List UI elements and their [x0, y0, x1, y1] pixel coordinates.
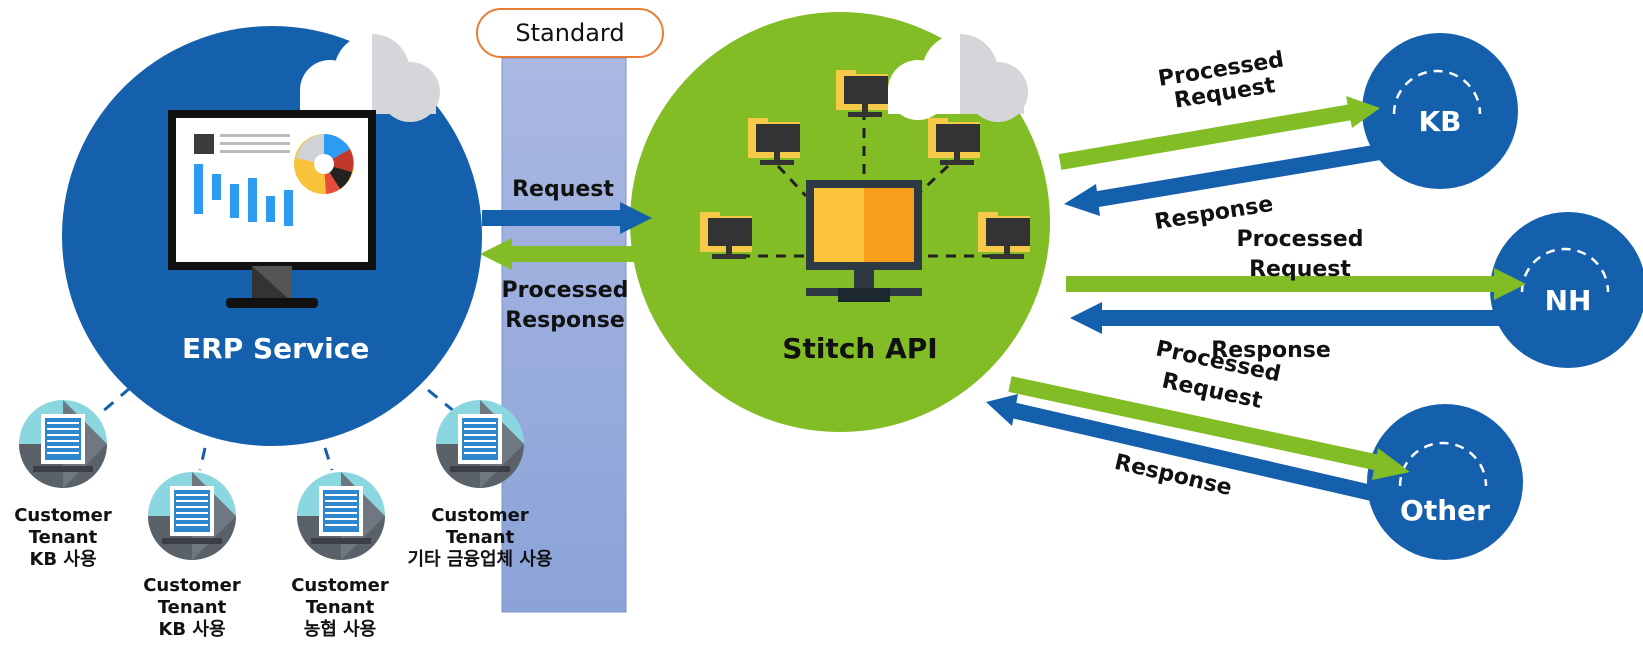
other-bank-circle — [1367, 404, 1523, 560]
tenant-line: Tenant — [445, 527, 515, 548]
erp-processed-response-label: Processed Response — [500, 279, 630, 333]
other-bank-label: Other — [1400, 494, 1490, 527]
processed-text: Processed — [501, 278, 629, 303]
nh-processed-request-arrow — [1066, 268, 1526, 300]
tenant-line: Tenant — [28, 527, 98, 548]
response-text: Response — [505, 308, 625, 333]
building-icon — [297, 472, 385, 560]
tenant-label: Customer Tenant KB 사용 — [0, 505, 126, 571]
erp-processed-response-arrow — [480, 238, 660, 270]
tenant-line: Customer — [291, 575, 389, 596]
tenant-line: KB 사용 — [29, 549, 97, 570]
dashboard-monitor-icon — [168, 110, 376, 308]
erp-request-label: Request — [512, 177, 614, 202]
other-processed-request-arrow — [1008, 376, 1410, 480]
tenant-line: Customer — [14, 505, 112, 526]
request-text: Request — [1249, 257, 1351, 282]
central-server-icon — [806, 180, 922, 302]
kb-bank-label: KB — [1418, 105, 1462, 138]
nh-response-label: Response — [1211, 338, 1331, 363]
nh-bank-circle — [1490, 212, 1643, 368]
standard-band — [501, 57, 627, 613]
erp-request-arrow — [482, 202, 652, 234]
tenant-line: Tenant — [305, 597, 375, 618]
nh-processed-request-label: Processed Request — [1220, 228, 1380, 282]
building-icon — [19, 400, 107, 488]
stitch-api-title: Stitch API — [782, 332, 938, 365]
standard-label: Standard — [476, 8, 664, 58]
tenant-label: Customer Tenant KB 사용 — [130, 575, 254, 641]
tenant-line: Customer — [431, 505, 529, 526]
tenant-line: KB 사용 — [158, 619, 226, 640]
tenant-line: 기타 금융업체 사용 — [407, 549, 553, 570]
cloud-icon — [888, 34, 1028, 122]
cloud-icon — [300, 34, 440, 122]
building-icon — [148, 472, 236, 560]
tenant-line: Customer — [143, 575, 241, 596]
nh-bank-label: NH — [1544, 284, 1592, 317]
kb-bank-circle — [1362, 33, 1518, 189]
other-response-arrow — [986, 394, 1378, 502]
tenant-line: Tenant — [157, 597, 227, 618]
tenant-label: Customer Tenant 농협 사용 — [278, 575, 402, 641]
kb-response-arrow — [1064, 144, 1382, 216]
erp-service-title: ERP Service — [182, 332, 370, 365]
tenant-line: 농협 사용 — [303, 619, 377, 640]
tenant-connectors — [94, 386, 456, 471]
nh-response-arrow — [1070, 302, 1514, 334]
kb-processed-request-arrow — [1058, 96, 1380, 170]
tenant-label: Customer Tenant 기타 금융업체 사용 — [372, 505, 588, 571]
building-icon — [436, 400, 524, 488]
folder-terminal-icon — [700, 70, 1030, 259]
processed-text: Processed — [1236, 227, 1364, 252]
